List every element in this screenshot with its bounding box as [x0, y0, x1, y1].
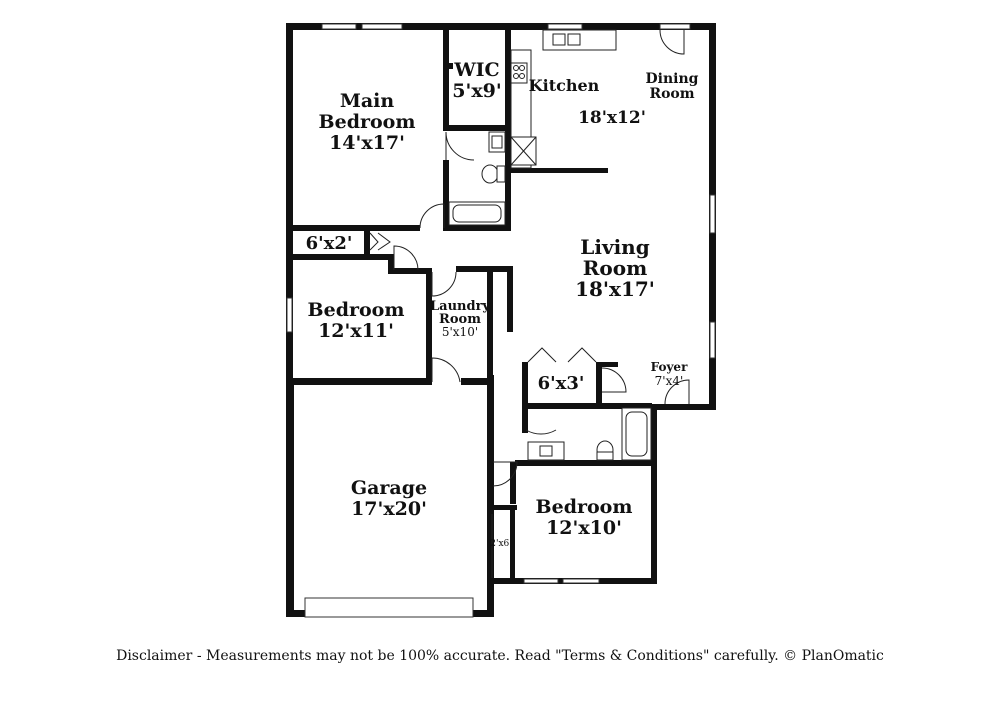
doors	[369, 29, 690, 578]
garage-name: Garage	[351, 477, 427, 499]
windows	[286, 23, 716, 618]
dining-name-line2: Room	[649, 86, 694, 102]
laundry-size: 5'x10'	[442, 325, 478, 339]
interior-walls	[286, 27, 655, 584]
main-bedroom-name-line1: Main	[340, 90, 395, 112]
closet-2x6-size: 2'x6'	[490, 539, 511, 549]
main-bedroom-size: 14'x17'	[329, 132, 405, 154]
laundry-name-line2: Room	[439, 312, 481, 327]
bedroom-2-name: Bedroom	[536, 496, 633, 518]
kitchen-name: Kitchen	[529, 76, 600, 95]
bedroom-1-name: Bedroom	[308, 299, 405, 321]
wic-name: WIC	[453, 59, 499, 81]
bedroom-2-size: 12'x10'	[546, 517, 622, 539]
laundry-name-line1: Laundry	[430, 299, 490, 314]
disclaimer-text: Disclaimer - Measurements may not be 100…	[116, 648, 884, 664]
wic-size: 5'x9'	[452, 80, 501, 102]
garage-size: 17'x20'	[351, 498, 427, 520]
foyer-size: 7'x4'	[655, 374, 684, 388]
main-bedroom-name-line2: Bedroom	[319, 111, 416, 133]
room-labels: Main Bedroom 14'x17' WIC 5'x9' Kitchen D…	[306, 59, 699, 549]
closet-6x3-size: 6'x3'	[538, 373, 585, 394]
living-name-line2: Room	[583, 256, 647, 280]
closet-6x2-size: 6'x2'	[306, 233, 353, 254]
foyer-name: Foyer	[651, 360, 688, 374]
dining-name-line1: Dining	[646, 71, 699, 87]
bedroom-1-size: 12'x11'	[318, 320, 394, 342]
living-name-line1: Living	[580, 235, 649, 259]
kitchen-dining-size: 18'x12'	[578, 108, 646, 128]
living-size: 18'x17'	[575, 277, 655, 301]
fixtures	[448, 29, 652, 461]
